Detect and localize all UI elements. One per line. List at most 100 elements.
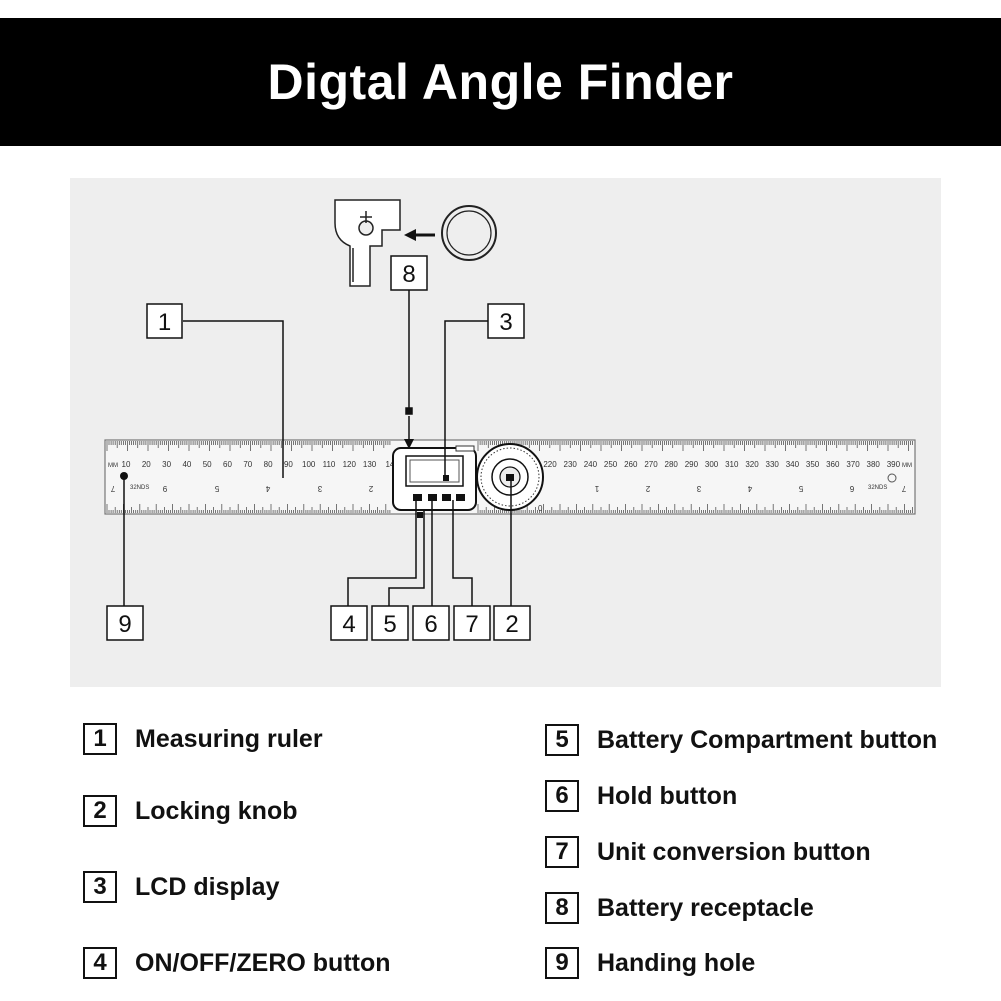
legend-label: Battery receptacle xyxy=(597,893,814,922)
ruler-scale-label: 7 xyxy=(901,484,906,493)
ruler-scale-label: 370 xyxy=(846,460,860,469)
page-title: Digtal Angle Finder xyxy=(267,54,734,110)
callout-8-label: 8 xyxy=(402,261,415,288)
ruler-scale-label: 70 xyxy=(243,460,252,469)
legend-label: Locking knob xyxy=(135,796,298,825)
callout-5: 5 xyxy=(371,605,409,641)
ruler-scale-label: 360 xyxy=(826,460,840,469)
legend-item-2: 2 Locking knob xyxy=(83,793,298,829)
callout-9-label: 9 xyxy=(118,611,131,638)
ruler-scale-label: 310 xyxy=(725,460,739,469)
callout-4: 4 xyxy=(330,605,368,641)
ruler-unit-left: MM xyxy=(108,463,118,469)
ruler-scale-label: 90 xyxy=(284,460,293,469)
ruler-scale-label: 60 xyxy=(223,460,232,469)
legend-item-7: 7 Unit conversion button xyxy=(545,834,871,870)
legend-label: Handing hole xyxy=(597,948,756,977)
ruler-scale-label: 290 xyxy=(685,460,699,469)
callout-7-label: 7 xyxy=(465,611,478,638)
hold-button xyxy=(442,494,451,501)
title-banner: Digtal Angle Finder xyxy=(0,18,1001,146)
battery-insert-arrow xyxy=(404,229,435,241)
ruler-scale-label: 100 xyxy=(302,460,316,469)
ruler-code-right: 32NDS xyxy=(868,485,887,491)
legend-label: Battery Compartment button xyxy=(597,725,938,754)
lcd-housing xyxy=(392,445,477,518)
callout-5-label: 5 xyxy=(383,611,396,638)
ruler-scale-label: 4 xyxy=(747,484,752,493)
legend-number: 6 xyxy=(545,780,579,812)
leader-lines xyxy=(123,290,512,608)
ruler-scale-label: 50 xyxy=(203,460,212,469)
legend-label: Measuring ruler xyxy=(135,724,323,753)
ruler-scale-label: 270 xyxy=(644,460,658,469)
ruler-scale-label: 250 xyxy=(604,460,618,469)
callout-1: 1 xyxy=(146,303,183,339)
ruler-scale-label: 7 xyxy=(110,484,115,493)
ruler-scale-label: 130 xyxy=(363,460,377,469)
locking-knob xyxy=(476,443,544,511)
legend-number: 7 xyxy=(545,836,579,868)
ruler-zero-mark: 0 xyxy=(538,504,543,513)
callout-4-label: 4 xyxy=(342,611,355,638)
ruler-scale-label: 120 xyxy=(343,460,357,469)
ruler-scale-label: 2 xyxy=(645,484,650,493)
on-off-zero-button xyxy=(413,494,422,501)
ruler-scale-label: 3 xyxy=(696,484,701,493)
ruler-scale-label: 20 xyxy=(142,460,151,469)
callout-7: 7 xyxy=(453,605,491,641)
legend-number: 8 xyxy=(545,892,579,924)
callout-6: 6 xyxy=(412,605,450,641)
callout-1-label: 1 xyxy=(158,309,171,336)
ruler-scale-label: 340 xyxy=(786,460,800,469)
legend-label: Unit conversion button xyxy=(597,837,871,866)
coin-battery-illustration xyxy=(441,205,497,261)
ruler-scale-label: 5 xyxy=(798,484,803,493)
ruler-scale-label: 14 xyxy=(385,460,394,469)
ruler-scale-label: 5 xyxy=(214,484,219,493)
callout-2-label: 2 xyxy=(505,611,518,638)
legend-item-1: 1 Measuring ruler xyxy=(83,721,323,757)
ruler-scale-label: 40 xyxy=(182,460,191,469)
legend-number: 5 xyxy=(545,724,579,756)
callout-3-label: 3 xyxy=(499,309,512,336)
legend-item-6: 6 Hold button xyxy=(545,778,737,814)
callout-6-label: 6 xyxy=(424,611,437,638)
legend-number: 9 xyxy=(545,947,579,979)
hanging-hole-right xyxy=(887,473,897,483)
ruler-scale-label: 110 xyxy=(323,460,336,469)
legend-item-8: 8 Battery receptacle xyxy=(545,890,814,926)
ruler-scale-label: 320 xyxy=(745,460,759,469)
legend-item-9: 9 Handing hole xyxy=(545,945,755,981)
arrow-to-battery-slot xyxy=(404,439,414,449)
ruler-scale-label: 390 xyxy=(887,460,901,469)
lcd-display xyxy=(405,455,464,487)
legend-item-3: 3 LCD display xyxy=(83,869,279,905)
ruler-scale-label: 30 xyxy=(162,460,171,469)
legend-item-5: 5 Battery Compartment button xyxy=(545,722,937,758)
ruler-scale-label: 350 xyxy=(806,460,820,469)
ruler-scale-label: 2 xyxy=(368,484,373,493)
ruler-scale-label: 220 xyxy=(543,460,557,469)
ruler-scale-label: 300 xyxy=(705,460,719,469)
battery-holder-illustration xyxy=(334,199,401,287)
callout-2: 2 xyxy=(493,605,531,641)
ruler-scale-label: 230 xyxy=(564,460,578,469)
ruler-scale-label: 10 xyxy=(122,460,131,469)
legend-number: 4 xyxy=(83,947,117,979)
ruler-scale-label: 380 xyxy=(867,460,881,469)
ruler-scale-label: 80 xyxy=(264,460,273,469)
ruler-scale-label: 1 xyxy=(594,484,599,493)
callout-8: 8 xyxy=(390,255,428,291)
ruler-scale-label: 9 xyxy=(162,484,167,493)
legend-number: 1 xyxy=(83,723,117,755)
ruler-scale-label: 330 xyxy=(766,460,780,469)
legend-label: LCD display xyxy=(135,872,280,901)
legend-label: Hold button xyxy=(597,781,738,810)
ruler-scale-label: 4 xyxy=(265,484,270,493)
ruler-unit-right: MM xyxy=(902,463,912,469)
legend-number: 2 xyxy=(83,795,117,827)
callout-3: 3 xyxy=(487,303,525,339)
